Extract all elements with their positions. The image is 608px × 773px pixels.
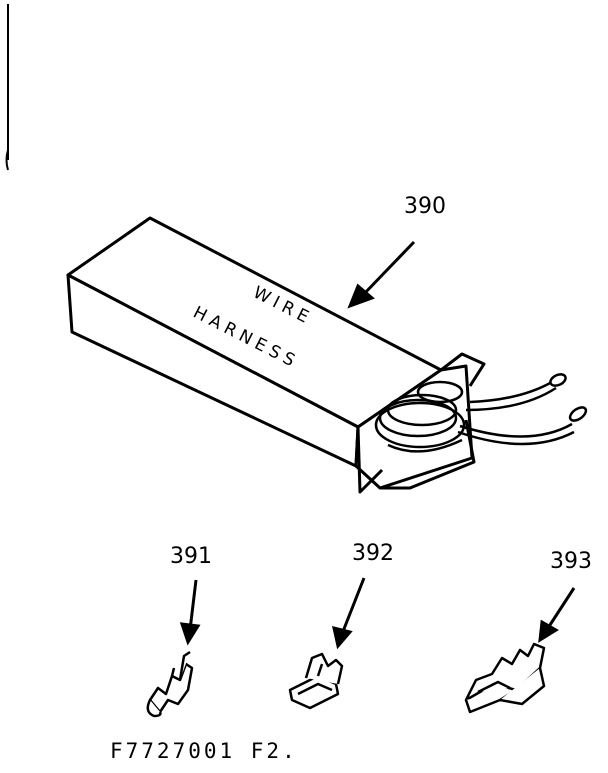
arrow-390-icon xyxy=(347,240,416,309)
margin-line xyxy=(5,4,9,171)
callout-392: 392 xyxy=(352,541,394,566)
wire-harness-box xyxy=(66,216,588,494)
arrow-391-icon xyxy=(179,579,201,646)
arrow-393-icon xyxy=(538,587,576,643)
callout-390: 390 xyxy=(404,194,446,219)
terminal-391 xyxy=(146,650,194,718)
figure-code: F7727001 F2. xyxy=(110,739,298,763)
terminal-393 xyxy=(464,642,546,714)
terminal-392 xyxy=(288,652,344,710)
callout-393: 393 xyxy=(550,549,592,574)
callout-391: 391 xyxy=(170,544,212,569)
arrow-392-icon xyxy=(332,577,366,650)
